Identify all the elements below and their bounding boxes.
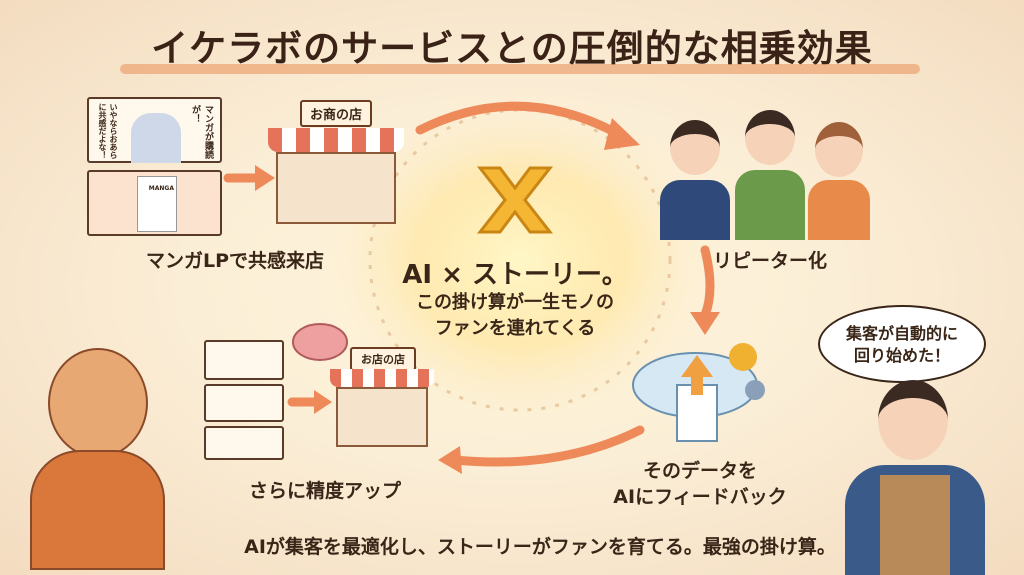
awning — [330, 369, 434, 387]
readers-illustration — [131, 113, 181, 163]
customer-3 — [815, 122, 863, 177]
page-title: イケラボのサービスとの圧倒的な相乗効果 — [151, 27, 873, 70]
manga-panel-4 — [204, 384, 284, 422]
feedback-line2: AIにフィードバック — [613, 486, 787, 508]
center-headline: AI × ストーリー。 — [402, 260, 628, 290]
cloud-upload-icon — [632, 343, 765, 442]
feedback-line1: そのデータを — [642, 460, 757, 482]
step-manga-lp: マンガLPで共感来店 — [145, 250, 325, 272]
arrow-to-accuracy — [450, 425, 645, 467]
speech-bubble-2: いやならおあらに共感だよな！ — [98, 103, 118, 159]
brain-icon — [292, 323, 348, 361]
buddha-character — [20, 340, 170, 570]
manga-panel-3 — [204, 340, 284, 380]
customer-1-body — [660, 180, 730, 240]
manga-panel-1: マンガが購読が！ いやならおあらに共感だよな！ — [87, 97, 222, 163]
step-accuracy: さらに精度アップ — [248, 480, 401, 502]
speech-line2: 回り始めた！ — [853, 346, 950, 365]
storefront — [276, 152, 396, 224]
shop-bottom: お店の店 — [326, 345, 438, 455]
arrow-to-repeater — [415, 101, 625, 140]
gear-icon-small — [745, 380, 765, 400]
owner-speech-bubble: 集客が自動的に 回り始めた！ — [818, 305, 986, 383]
owner-apron — [880, 475, 950, 575]
arrow-to-feedback — [700, 245, 715, 320]
manga-screen-label: MANGA — [148, 185, 174, 192]
buddha-robe — [30, 450, 165, 570]
speech-line1: 集客が自動的に — [845, 324, 958, 343]
cross-icon — [476, 166, 554, 234]
owner-head — [878, 380, 948, 460]
browser-window: MANGA — [137, 176, 177, 232]
awning — [268, 128, 404, 152]
storefront — [336, 387, 428, 447]
step-feedback: そのデータを AIにフィードバック — [600, 458, 800, 510]
speech-bubble-1: マンガが購読が！ — [190, 105, 213, 159]
title-underline — [120, 64, 920, 74]
customer-1 — [670, 120, 720, 175]
gear-icon — [729, 343, 757, 371]
tagline: AIが集客を最適化し、ストーリーがファンを育てる。最強の掛け算。 — [244, 536, 836, 558]
shop-sign-bottom: お店の店 — [350, 347, 416, 371]
shop-top: お商の店 — [262, 98, 410, 236]
repeater-customers — [650, 110, 890, 240]
center-sub-line2: ファンを連れてくる — [434, 318, 596, 339]
manga-panel-2: MANGA — [87, 170, 222, 236]
center-subtext: この掛け算が一生モノの ファンを連れてくる — [375, 290, 655, 342]
shop-sign-top: お商の店 — [300, 100, 372, 127]
manga-panel-5 — [204, 426, 284, 460]
customer-3-body — [808, 180, 870, 240]
buddha-head — [48, 348, 148, 458]
step-repeater: リピーター化 — [712, 250, 827, 272]
center-sub-line1: この掛け算が一生モノの — [416, 292, 614, 313]
customer-2 — [745, 110, 795, 165]
shop-owner-character — [800, 380, 1020, 575]
customer-2-body — [735, 170, 805, 240]
